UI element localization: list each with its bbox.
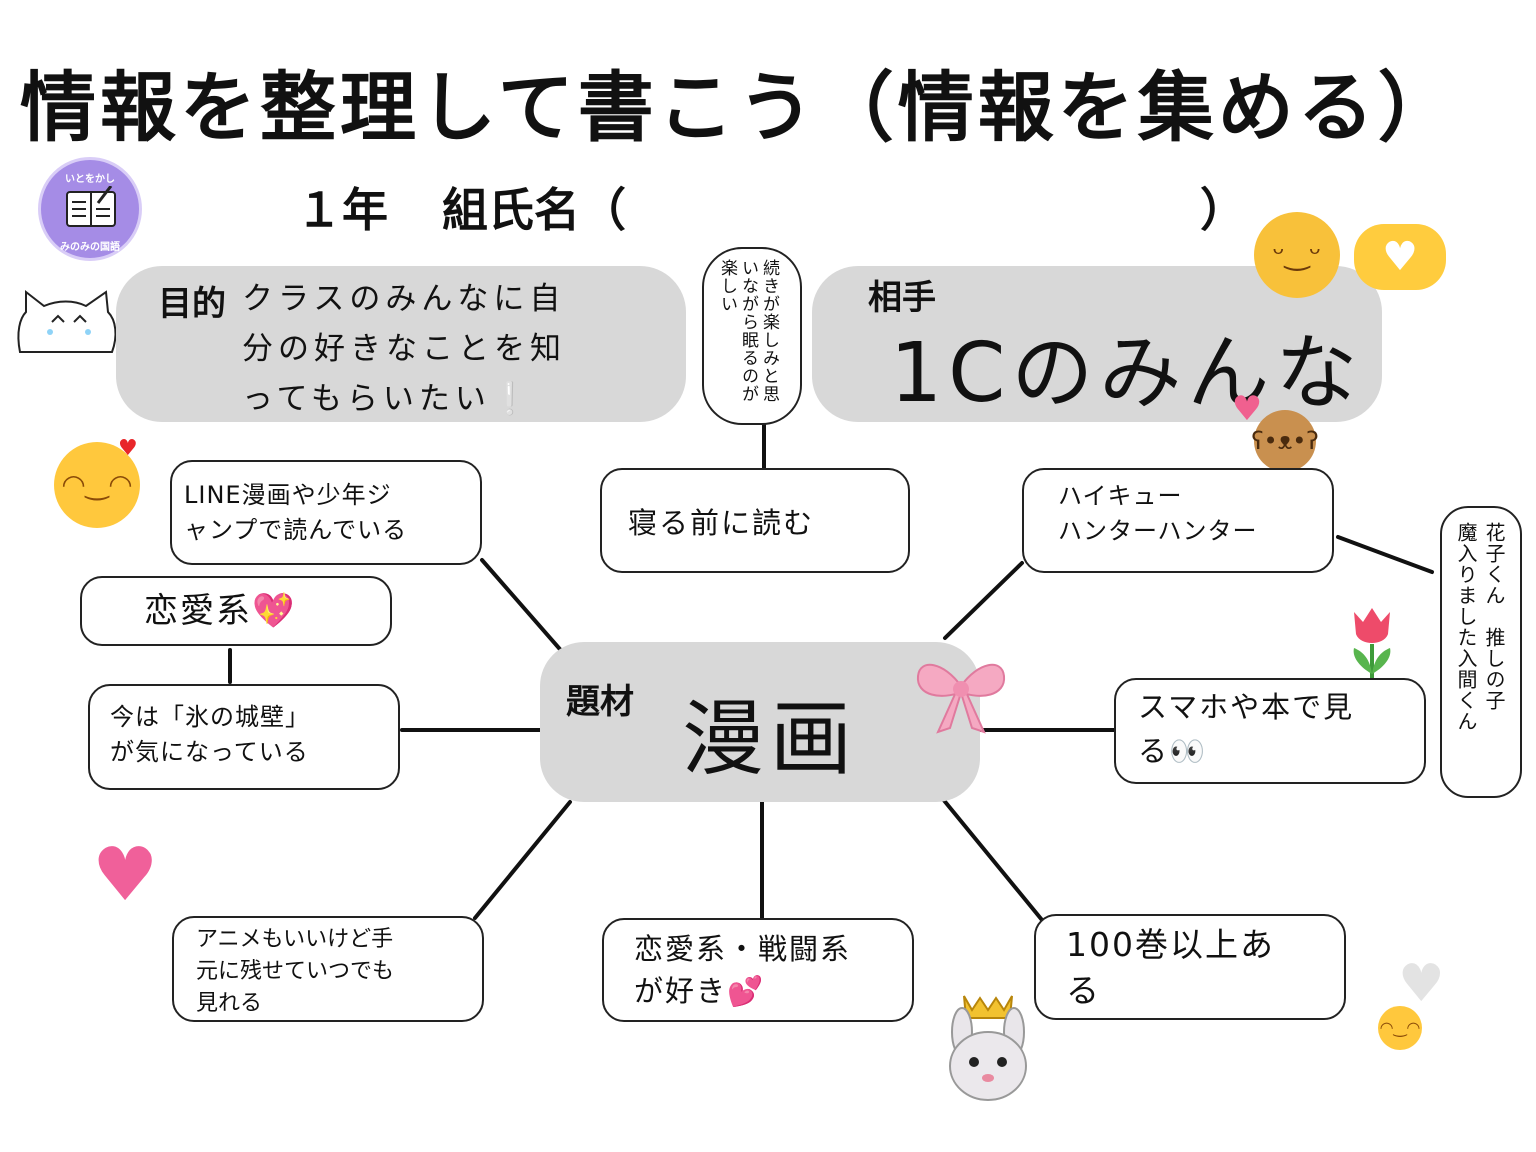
ice-castle-box[interactable]: 今は「氷の城壁」 が気になっている — [88, 684, 400, 790]
line-manga-line-2: ャンプで読んでいる — [184, 516, 408, 544]
connector-line-hanako — [1336, 535, 1434, 574]
ice-castle-line-2: が気になっている — [110, 738, 309, 766]
line-manga-line-1: LINE漫画や少年ジ — [184, 481, 392, 509]
continuation-line-1: 続きが楽しみと思 — [759, 259, 779, 403]
ice-castle-line-1: 今は「氷の城壁」 — [110, 703, 310, 731]
anime-box[interactable]: アニメもいいけど手 元に残せていつでも 見れる — [172, 916, 484, 1022]
smiling-hearts-hearts: ♥ — [118, 436, 138, 461]
rabbit-crown-icon — [949, 995, 1027, 1101]
hanako-text: 花子くん 推しの子 魔入りました入間くん — [1452, 522, 1508, 784]
smiling-hearts-icon: ◠‿◠ — [54, 442, 140, 528]
hundred-volumes-box[interactable]: 100巻以上あ る — [1034, 914, 1346, 1020]
haikyuu-line-1: ハイキュー — [1058, 482, 1183, 510]
connector-line-hundred — [940, 796, 1044, 922]
purpose-box — [116, 266, 686, 422]
purpose-line-1: クラスのみんなに自 — [242, 281, 566, 317]
hundred-volumes-line-2: る — [1066, 971, 1101, 1010]
anime-line-1: アニメもいいけど手 — [196, 927, 394, 952]
romance-battle-box[interactable]: 恋愛系・戦闘系 が好き💕 — [602, 918, 914, 1022]
purpose-label: 目的 — [158, 284, 226, 324]
continuation-box: 続きが楽しみと思 いながら眠るのが 楽しい — [702, 247, 802, 425]
center-topic-box — [540, 642, 980, 802]
hanako-box[interactable]: 花子くん 推しの子 魔入りました入間くん — [1440, 506, 1522, 798]
hanako-line-1: 花子くん 推しの子 — [1482, 522, 1506, 711]
haikyuu-box[interactable]: ハイキュー ハンターハンター — [1022, 468, 1334, 573]
before-sleep-box[interactable]: 寝る前に読む — [600, 468, 910, 573]
cat-face-icon — [17, 289, 117, 353]
romance-box[interactable]: 恋愛系💖 — [80, 576, 392, 646]
kissing-cat-icon: ᵕ‿ᵕ — [1254, 212, 1340, 298]
teddy-bear-icon: ʕ•ᴥ•ʔ — [1251, 410, 1319, 472]
tulip-icon — [1353, 608, 1391, 680]
heart-hands-icon: ♥ — [1354, 224, 1446, 290]
smile-icon: ◠‿◠ — [1378, 1006, 1422, 1050]
continuation-text: 続きが楽しみと思 いながら眠るのが 楽しい — [716, 259, 779, 419]
romance-text: 恋愛系💖 — [144, 591, 297, 631]
heart-stack-icon: ♥ — [92, 832, 159, 918]
center-label: 題材 — [566, 682, 634, 722]
hanako-line-2: 魔入りました入間くん — [1454, 522, 1478, 732]
audience-label: 相手 — [868, 278, 936, 318]
white-heart-icon: ♥ — [1398, 954, 1445, 1014]
romance-battle-line-1: 恋愛系・戦闘系 — [634, 932, 852, 966]
haikyuu-line-2: ハンターハンター — [1058, 517, 1258, 545]
book-pen-icon — [66, 186, 116, 227]
line-manga-box[interactable]: LINE漫画や少年ジ ャンプで読んでいる — [170, 460, 482, 565]
smartphone-line-2: る👀 — [1138, 734, 1208, 768]
ribbon-icon — [916, 663, 1006, 734]
badge-top-text: いとをかし — [65, 174, 115, 185]
page-title: 情報を整理して書こう（情報を集める） — [20, 63, 1458, 152]
center-text: 漫画 — [682, 692, 859, 787]
minomino-badge: いとをかし みのみの国語 — [38, 157, 142, 261]
growing-heart-icon: ♥ — [1231, 389, 1263, 429]
anime-line-3: 見れる — [196, 991, 263, 1016]
before-sleep-text: 寝る前に読む — [628, 506, 815, 540]
purpose-line-3: ってもらいたい❕ — [242, 381, 535, 417]
hundred-volumes-line-1: 100巻以上あ — [1066, 925, 1275, 964]
audience-text: 1Cのみんな — [890, 326, 1364, 421]
badge-bottom-text: みのみの国語 — [60, 242, 120, 253]
continuation-line-2: いながら眠るのが — [738, 259, 758, 403]
continuation-line-3: 楽しい — [717, 259, 737, 313]
romance-battle-line-2: が好き💕 — [634, 974, 766, 1008]
grade-label: １年 — [296, 183, 388, 237]
smartphone-line-1: スマホや本で見 — [1138, 690, 1355, 724]
purpose-line-2: 分の好きなことを知 — [242, 331, 566, 367]
class-name-label: 組氏名（ — [442, 183, 626, 237]
connector-line-manga — [480, 558, 567, 657]
anime-line-2: 元に残せていつでも — [196, 959, 395, 984]
smartphone-box[interactable]: スマホや本で見 る👀 — [1114, 678, 1426, 784]
connector-line-anime — [473, 800, 572, 920]
connector-line-haikyuu — [943, 561, 1024, 640]
name-close-paren: ） — [1200, 183, 1246, 237]
